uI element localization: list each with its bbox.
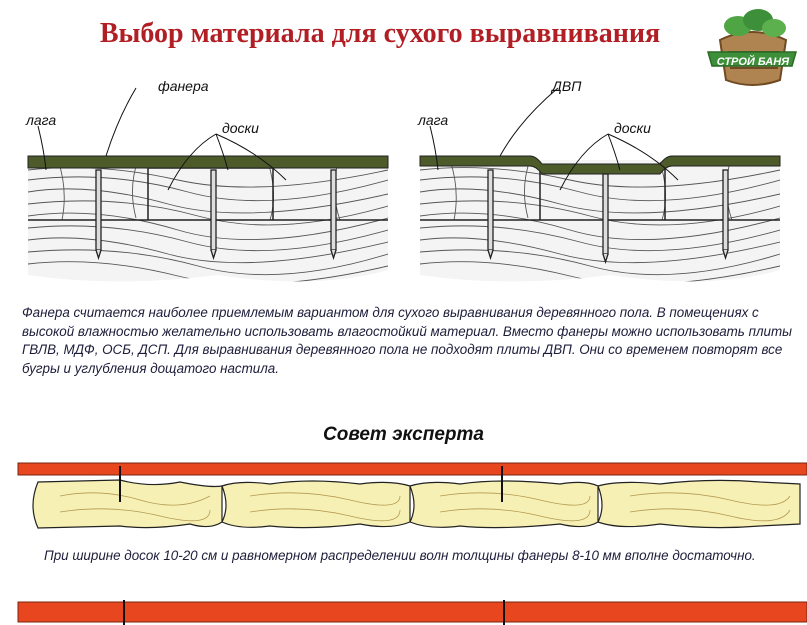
page-title: Выбор материала для сухого выравнивания: [99, 18, 661, 49]
label-boards-right: доски: [614, 120, 651, 136]
label-joist-right: лага: [418, 112, 449, 128]
logo-text: СТРОЙ БАНЯ: [716, 56, 790, 68]
logo-badge: [707, 9, 797, 86]
fiberboard-floor-diagram: [419, 87, 781, 282]
plywood-bottom-strip: [17, 600, 807, 625]
label-plywood: фанера: [158, 78, 209, 94]
left-diagram: фанера лага доски: [18, 70, 398, 290]
description-text: Фанера считается наиболее приемлемым вар…: [22, 305, 792, 376]
plywood-over-boards-strip: [17, 462, 807, 529]
board-row: [32, 479, 801, 529]
plywood-floor-diagram: [27, 87, 389, 282]
right-diagram: ДВП лага доски: [410, 70, 790, 290]
expert-tip-text: При ширине досок 10-20 см и равномерном …: [44, 548, 756, 563]
label-fiberboard: ДВП: [552, 78, 582, 94]
label-joist: лага: [26, 112, 57, 128]
label-boards: доски: [222, 120, 259, 136]
expert-advice-title: Совет эксперта: [323, 424, 484, 445]
